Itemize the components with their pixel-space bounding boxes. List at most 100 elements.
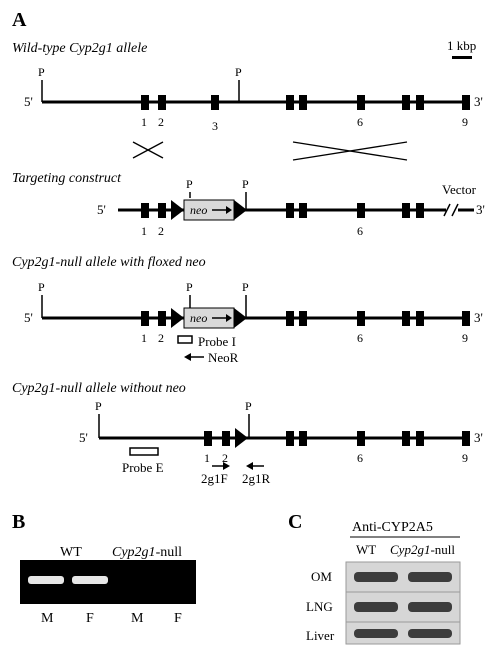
exon — [158, 203, 166, 218]
exon-number: 9 — [462, 451, 468, 465]
exon — [357, 311, 365, 326]
three-prime-label: 3' — [476, 202, 485, 217]
exon — [299, 95, 307, 110]
exon — [462, 95, 470, 110]
exon — [462, 431, 470, 446]
five-prime-label: 5' — [79, 430, 88, 445]
2g1r-primer-arrowhead — [246, 462, 253, 470]
scale-bar-label: 1 kbp — [447, 38, 476, 53]
exon-number: 6 — [357, 451, 363, 465]
exon — [286, 311, 294, 326]
exon-number: 6 — [357, 331, 363, 345]
exon-number: 9 — [462, 115, 468, 129]
loxp-site — [234, 200, 247, 220]
neo-label: neo — [190, 203, 207, 217]
loxp-site — [235, 428, 248, 448]
wt-allele-map: P P 5' 3' 1 2 3 6 9 — [24, 65, 483, 133]
null-header: Cyp2g1-null — [112, 545, 182, 560]
neo-label: neo — [190, 311, 207, 325]
exon — [286, 203, 294, 218]
five-prime-label: 5' — [24, 310, 33, 325]
exon — [402, 203, 410, 218]
exon — [211, 95, 219, 110]
targeting-construct-map: P P 5' 3' Vector neo 1 2 6 — [97, 177, 485, 238]
exon-number: 9 — [462, 331, 468, 345]
loxp-site — [171, 200, 184, 220]
panel-c-label: C — [288, 511, 302, 533]
promoter-p-label: P — [245, 399, 252, 413]
exon — [286, 95, 294, 110]
blot-band — [354, 572, 398, 582]
probe-e-box — [129, 447, 159, 456]
null-header: Cyp2g1-null — [390, 542, 455, 557]
promoter-p-label: P — [235, 65, 242, 79]
panel-b-label: B — [12, 511, 25, 533]
promoter-p-label: P — [95, 399, 102, 413]
tissue-label: LNG — [306, 599, 333, 614]
promoter-p-label: P — [186, 177, 193, 191]
promoter-p-label: P — [242, 280, 249, 294]
three-prime-label: 3' — [474, 94, 483, 109]
exon — [357, 431, 365, 446]
gel-band — [28, 576, 64, 584]
wt-allele-title: Wild-type Cyp2g1 allele — [12, 41, 147, 56]
exon-number: 1 — [141, 331, 147, 345]
exon — [357, 203, 365, 218]
promoter-p-label: P — [242, 177, 249, 191]
exon — [416, 203, 424, 218]
scale-bar: 1 kbp — [447, 38, 476, 59]
three-prime-label: 3' — [474, 430, 483, 445]
five-prime-label: 5' — [24, 94, 33, 109]
null-suffix: -null — [156, 545, 183, 560]
exon-number: 2 — [158, 115, 164, 129]
null-without-neo-title: Cyp2g1-null allele without neo — [12, 381, 186, 396]
exon — [416, 95, 424, 110]
loxp-site — [171, 308, 184, 328]
exon — [141, 311, 149, 326]
null-gene-name: Cyp2g1 — [390, 542, 430, 557]
western-blot-strip — [345, 621, 461, 645]
exon-number: 2 — [158, 224, 164, 238]
tissue-label: Liver — [306, 628, 335, 643]
null-floxed-neo-title: Cyp2g1-null allele with floxed neo — [12, 255, 206, 270]
null-gene-name: Cyp2g1 — [112, 545, 156, 560]
exon — [402, 431, 410, 446]
exon — [141, 203, 149, 218]
probe-e-label: Probe E — [122, 460, 164, 475]
exon — [402, 311, 410, 326]
wt-header: WT — [60, 545, 82, 560]
gel-band — [72, 576, 108, 584]
exon-number: 1 — [204, 451, 210, 465]
five-prime-label: 5' — [97, 202, 106, 217]
exon-number: 3 — [212, 119, 218, 133]
lane-label: M — [41, 611, 54, 626]
exon — [357, 95, 365, 110]
exon — [286, 431, 294, 446]
scale-bar-line — [452, 56, 472, 59]
lane-label: M — [131, 611, 144, 626]
three-prime-label: 3' — [474, 310, 483, 325]
exon — [158, 311, 166, 326]
exon-number: 6 — [357, 224, 363, 238]
promoter-p-label: P — [186, 280, 193, 294]
blot-band — [408, 602, 452, 612]
2g1f-primer-arrowhead — [223, 462, 230, 470]
exon — [462, 311, 470, 326]
recombination-crosses — [132, 141, 408, 161]
break-mark — [451, 203, 459, 217]
exon-number: 1 — [141, 115, 147, 129]
exon — [299, 203, 307, 218]
2g1r-primer-label: 2g1R — [242, 471, 271, 486]
probe-i-box — [177, 335, 193, 344]
promoter-p-label: P — [38, 280, 45, 294]
blot-band — [408, 572, 452, 582]
exon-number: 1 — [141, 224, 147, 238]
promoter-p-label: P — [38, 65, 45, 79]
antibody-label: Anti-CYP2A5 — [352, 520, 433, 535]
panel-a-label: A — [12, 9, 27, 31]
exon — [299, 431, 307, 446]
blot-band — [354, 629, 398, 638]
blot-band — [354, 602, 398, 612]
break-mark — [443, 203, 451, 217]
